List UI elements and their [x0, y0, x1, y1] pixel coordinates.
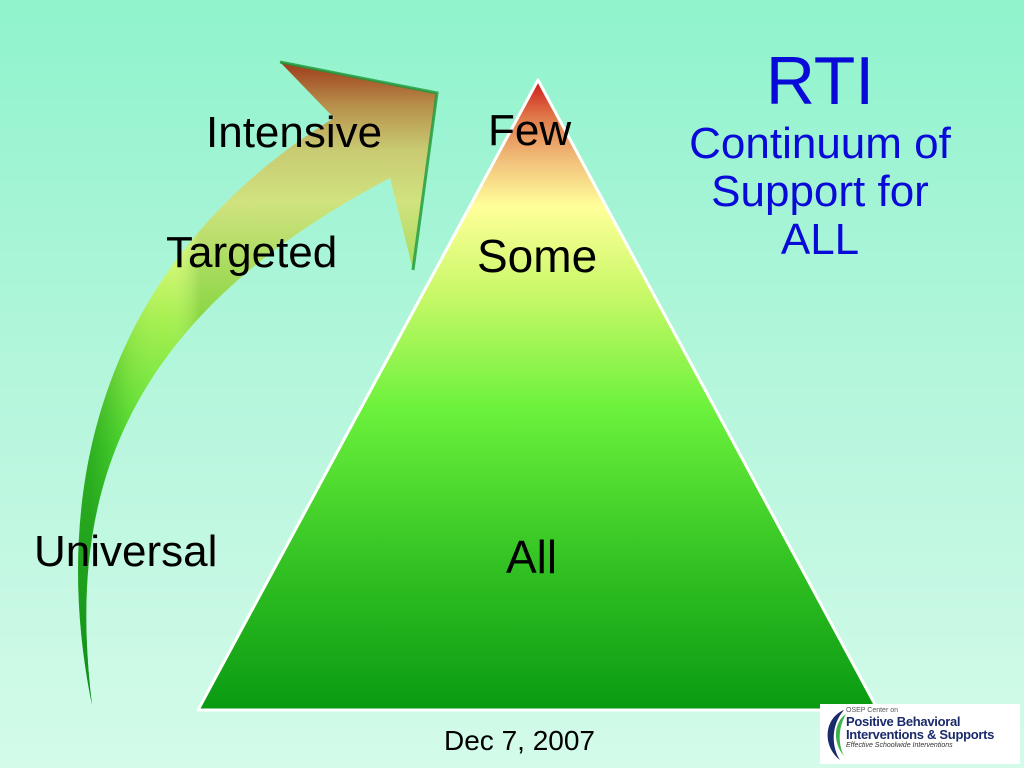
title-line-1: Continuum of	[689, 119, 951, 168]
tier-universal-label: Universal	[34, 527, 218, 576]
portion-all-label: All	[506, 531, 558, 583]
logo-text: OSEP Center on Positive Behavioral Inter…	[846, 707, 994, 749]
slide-title: RTI Continuum of Support for ALL	[650, 42, 990, 264]
pbis-logo-icon: OSEP Center on Positive Behavioral Inter…	[820, 704, 1020, 764]
title-line-2: Support for	[711, 167, 929, 216]
pyramid-icon	[196, 78, 880, 712]
footer-date: Dec 7, 2007	[444, 725, 595, 756]
logo-small-text: OSEP Center on	[846, 707, 899, 714]
title-line-3: ALL	[780, 215, 860, 264]
portion-few-label: Few	[488, 106, 572, 155]
curved-arrow-icon	[78, 60, 439, 705]
portion-some-label: Some	[477, 230, 598, 282]
tier-targeted-label: Targeted	[166, 228, 338, 277]
logo-line-1: Positive Behavioral	[846, 714, 961, 729]
tier-intensive-label: Intensive	[206, 108, 383, 157]
logo-line-2: Interventions & Supports	[846, 727, 995, 742]
title-main: RTI	[765, 43, 875, 119]
logo-swoosh-icon	[827, 710, 846, 760]
pyramid-shape	[196, 78, 880, 712]
arrow-head-edge	[279, 60, 439, 271]
arrow-shading	[78, 62, 437, 705]
logo-tagline: Effective Schoolwide Interventions	[846, 742, 953, 749]
